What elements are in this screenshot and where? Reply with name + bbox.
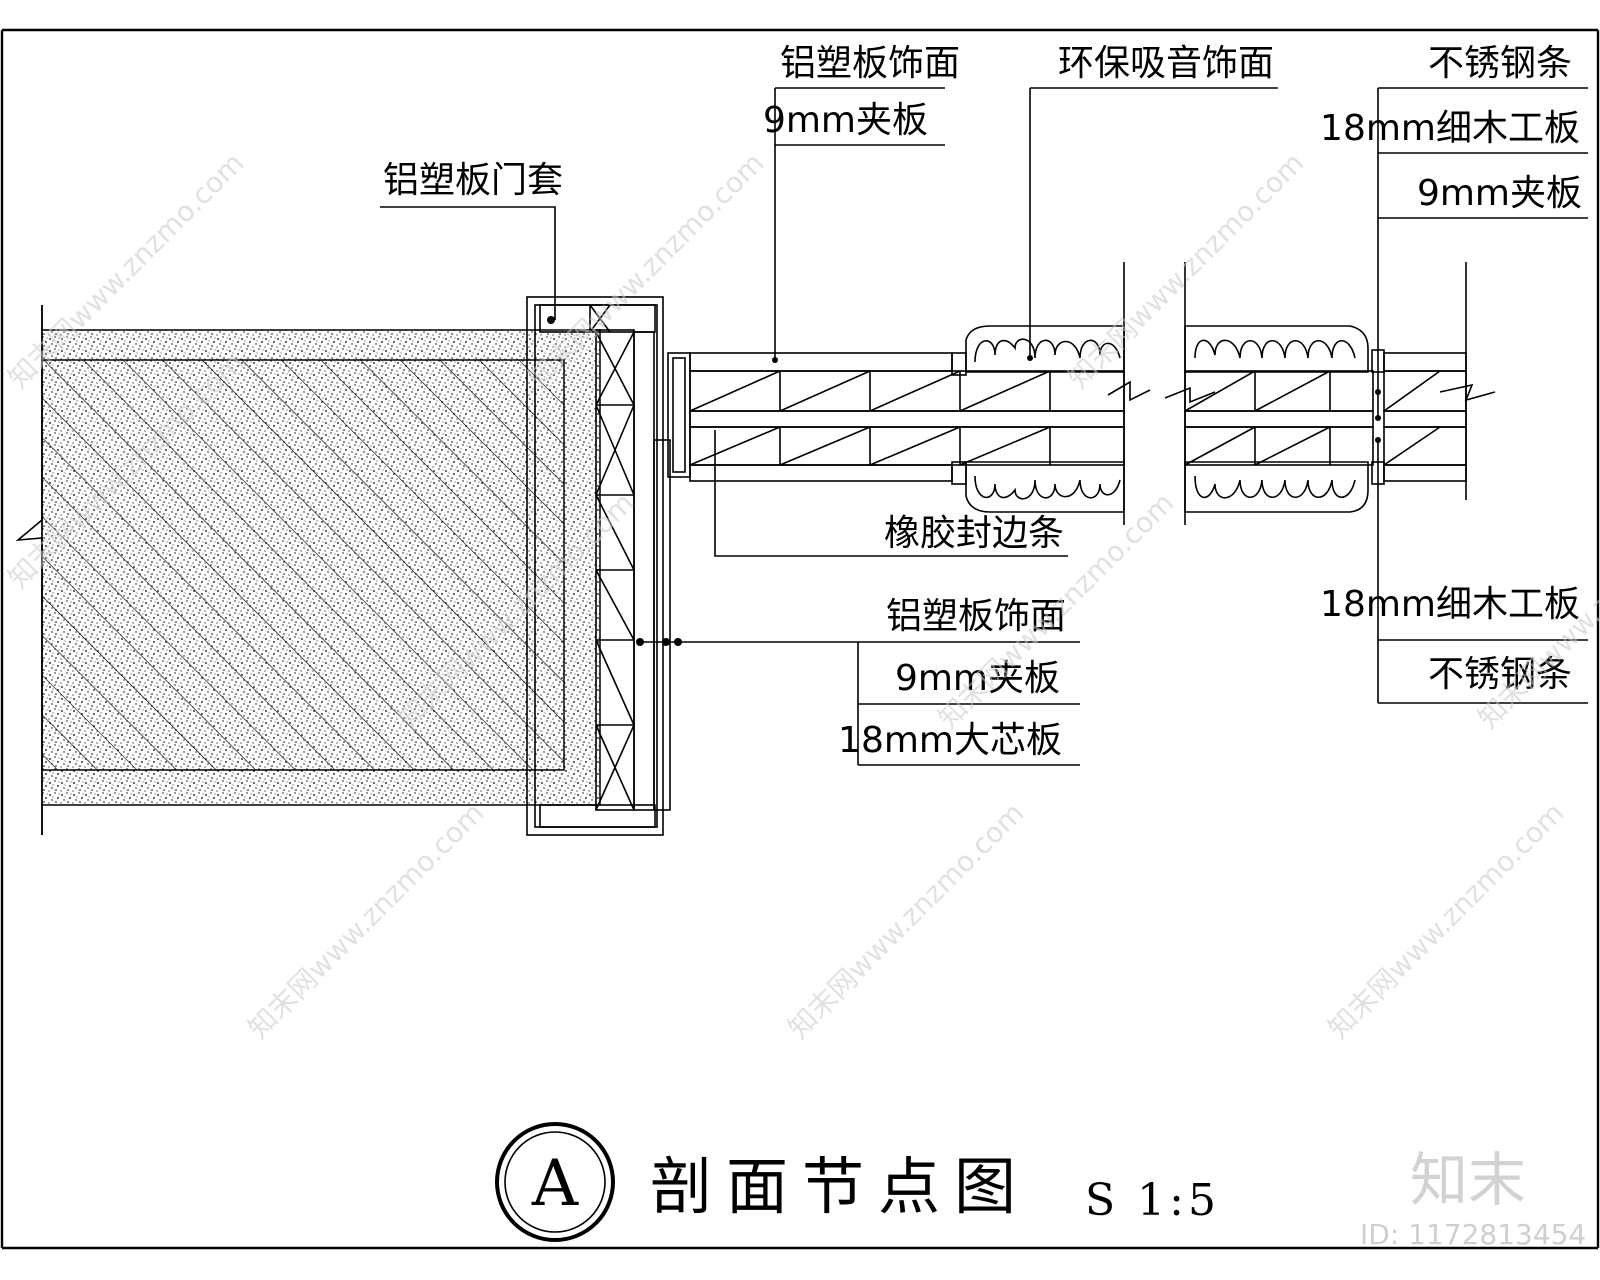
label-steel-strip-bottom: 不锈钢条: [1428, 654, 1572, 695]
watermark-logo: 知末: [1410, 1146, 1526, 1214]
label-blockboard-top: 18mm细木工板: [1320, 108, 1580, 149]
label-door-casing: 铝塑板门套: [383, 160, 563, 201]
title-block: A 剖面节点图 S 1:5: [495, 1122, 1220, 1242]
watermark-id: ID: 1172813454: [1360, 1218, 1586, 1251]
label-acoustic-face: 环保吸音饰面: [1058, 43, 1274, 84]
leader-lines: [380, 87, 1588, 766]
label-top-face-1: 铝塑板饰面: [780, 43, 960, 84]
drawing-scale: S 1:5: [1085, 1175, 1220, 1226]
label-ply-top-right: 9mm夹板: [1417, 173, 1582, 214]
door-leaf: [667, 262, 1496, 525]
label-blockboard-bottom: 18mm细木工板: [1320, 584, 1580, 625]
label-steel-strip-top: 不锈钢条: [1428, 43, 1572, 84]
drawing-title: 剖面节点图: [650, 1150, 1030, 1223]
label-core-board: 18mm大芯板: [838, 720, 1062, 761]
section-symbol-circle: [495, 1122, 615, 1242]
label-ply-2: 9mm夹板: [895, 658, 1060, 699]
label-face-2: 铝塑板饰面: [886, 596, 1066, 637]
label-top-ply-1: 9mm夹板: [763, 100, 928, 141]
section-symbol-letter: A: [531, 1147, 579, 1221]
wall-section: [15, 305, 601, 835]
label-rubber-edge: 橡胶封边条: [884, 513, 1064, 554]
door-casing: [526, 296, 671, 836]
